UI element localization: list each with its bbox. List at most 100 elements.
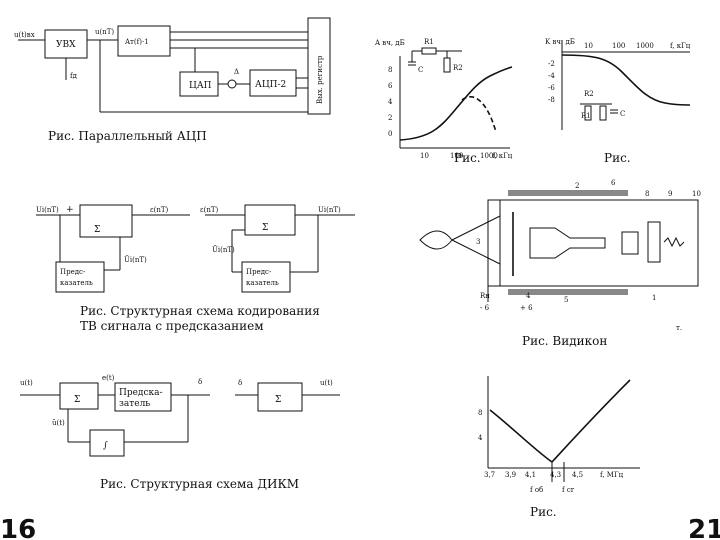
fr-left-ytick: 8 <box>388 66 392 74</box>
fr-left-caption: Рис. <box>454 151 481 165</box>
vid-n10: 10 <box>692 190 701 198</box>
adc-register-label: Вых. регистр <box>316 55 324 104</box>
adc-dac-label: ЦАП <box>189 81 212 91</box>
dpcm-rx-sigma: Σ <box>275 395 281 405</box>
adc-clock-label: fд <box>70 72 78 80</box>
pred-out-label: ε(nT) <box>150 206 169 214</box>
vid-lens <box>419 230 453 250</box>
dpcm-caption: Рис. Структурная схема ДИКМ <box>100 477 299 491</box>
dpcm-fb-label: ũ(t) <box>52 419 65 427</box>
vid-n3: 3 <box>476 238 480 246</box>
vid-ray-2 <box>451 239 501 265</box>
vid-n4: 4 <box>526 292 531 300</box>
pred-plus: + <box>66 205 74 215</box>
page-number-left: 16 <box>0 515 36 540</box>
vid-tf: т. <box>676 324 682 332</box>
pred-rx-sum-block <box>244 204 296 236</box>
pred-predictor-l1: Предс- <box>60 268 86 276</box>
fr-right-ylabel: K вч, дБ <box>545 38 575 46</box>
v-curve-chart: 8 4 3,7 3,9 4,1 4,3 4,5 f, МГц f об f cr… <box>478 376 640 519</box>
dpcm-rx-out-label: u(t) <box>320 379 333 387</box>
pred-rx-predictor-l2: казатель <box>246 279 279 287</box>
fr-left-ylabel: A вч, дБ <box>374 39 405 47</box>
vid-grid <box>647 221 661 263</box>
fr-left-curve <box>399 66 513 141</box>
fr-right-c-label: C <box>620 110 625 118</box>
adc-caption: Рис. Параллельный АЦП <box>48 129 207 143</box>
fr-right-r2 <box>599 105 607 121</box>
vid-n8: 8 <box>645 190 649 198</box>
pred-rx-predictor-l1: Предс- <box>246 268 272 276</box>
vidicon-diagram: Rн - 6 + 6 6 2 3 4 5 8 9 10 1 т. Рис. Ви… <box>419 179 701 348</box>
pred-input-label: Ui(nT) <box>36 206 59 214</box>
vid-cathode <box>621 231 639 255</box>
fr-right-ytick: -8 <box>548 96 555 104</box>
adc-unt-label: u(nT) <box>95 28 114 36</box>
dpcm-sum-block <box>59 382 99 410</box>
vid-n6: 6 <box>611 179 616 187</box>
fr-left-xtick: 10 <box>420 152 429 160</box>
vc-xtick: 3,7 <box>484 471 495 479</box>
parallel-adc-diagram: u(t)вх УВХ fд u(nT) Aт(f)·1 ЦАП Δ АЦП-2 … <box>14 17 331 143</box>
vc-caption: Рис. <box>530 505 557 519</box>
adc-afn-block <box>117 25 171 57</box>
pred-rx-in-label: ε(nT) <box>200 206 219 214</box>
fr-left-ytick: 6 <box>388 82 393 90</box>
vid-minus-label: - 6 <box>480 304 490 312</box>
fr-left-xtick: 100 <box>450 152 463 160</box>
vid-n2: 2 <box>575 182 579 190</box>
adc-summer <box>227 79 237 89</box>
vid-plus-label: + 6 <box>520 304 533 312</box>
vid-caption: Рис. Видикон <box>522 334 607 348</box>
vid-heater <box>663 236 685 248</box>
pred-sum-block <box>79 204 133 238</box>
pred-rx-pred-label: Ũi(nT) <box>212 245 235 254</box>
fr-left-r1-label: R1 <box>424 38 434 46</box>
freq-response-left: A вч, дБ 8 6 4 2 0 10 100 1000 f, кГц R1… <box>374 38 513 165</box>
vc-xtick: 4,1 <box>525 471 536 479</box>
pred-pred-label: Ũi(nT) <box>124 255 147 264</box>
vc-fcr: f cr <box>562 486 575 494</box>
vc-xtick: 3,9 <box>505 471 516 479</box>
fr-right-xtick: 1000 <box>636 42 654 50</box>
fr-left-r2 <box>443 57 451 73</box>
vid-coil-bottom <box>508 289 628 295</box>
fr-right-r1-label: R1 <box>581 112 591 120</box>
vc-curve <box>489 379 631 464</box>
dpcm-predictor-l1: Предска- <box>119 388 163 398</box>
fr-right-r2-label: R2 <box>584 90 594 98</box>
dpcm-integ: ∫ <box>103 441 108 451</box>
fr-right-ytick: -4 <box>548 72 555 80</box>
fr-left-r1 <box>421 47 437 55</box>
prediction-coding-diagram: Ui(nT) + Σ ε(nT) Предс- казатель Ũi(nT) … <box>36 204 355 333</box>
dpcm-e-label: e(t) <box>102 374 115 382</box>
fr-right-ytick: -6 <box>548 84 555 92</box>
pred-predictor-block <box>55 261 105 293</box>
pred-rx-predictor-block <box>241 261 291 293</box>
adc-dac-block <box>179 71 219 97</box>
vid-ray-1 <box>451 215 501 241</box>
adc-acp2-label: АЦП-2 <box>255 80 286 90</box>
fr-right-xtick: 10 <box>584 42 593 50</box>
fr-left-ytick: 2 <box>388 114 392 122</box>
adc-register-block <box>307 17 331 115</box>
fr-left-r2-label: R2 <box>453 64 463 72</box>
vid-gun <box>529 227 606 259</box>
adc-uvx-label: УВХ <box>56 40 76 50</box>
vc-xtick: 4,5 <box>572 471 583 479</box>
vc-ytick: 4 <box>478 434 483 442</box>
pred-caption-2: ТВ сигнала с предсказанием <box>80 319 264 333</box>
vc-xlabel: f, МГц <box>600 471 624 479</box>
adc-input-label: u(t)вх <box>14 31 35 39</box>
dpcm-predictor-l2: затель <box>119 399 150 409</box>
fr-right-xtick: 100 <box>612 42 625 50</box>
pred-caption-1: Рис. Структурная схема кодирования <box>80 304 320 318</box>
vid-tube <box>487 199 699 287</box>
vid-n9: 9 <box>668 190 672 198</box>
fr-right-ytick: -2 <box>548 60 555 68</box>
fr-left-dashed-curve <box>461 95 497 133</box>
adc-acp2-block <box>249 69 297 97</box>
adc-afn-label: Aт(f)·1 <box>124 38 149 46</box>
vc-ytick: 8 <box>478 409 482 417</box>
